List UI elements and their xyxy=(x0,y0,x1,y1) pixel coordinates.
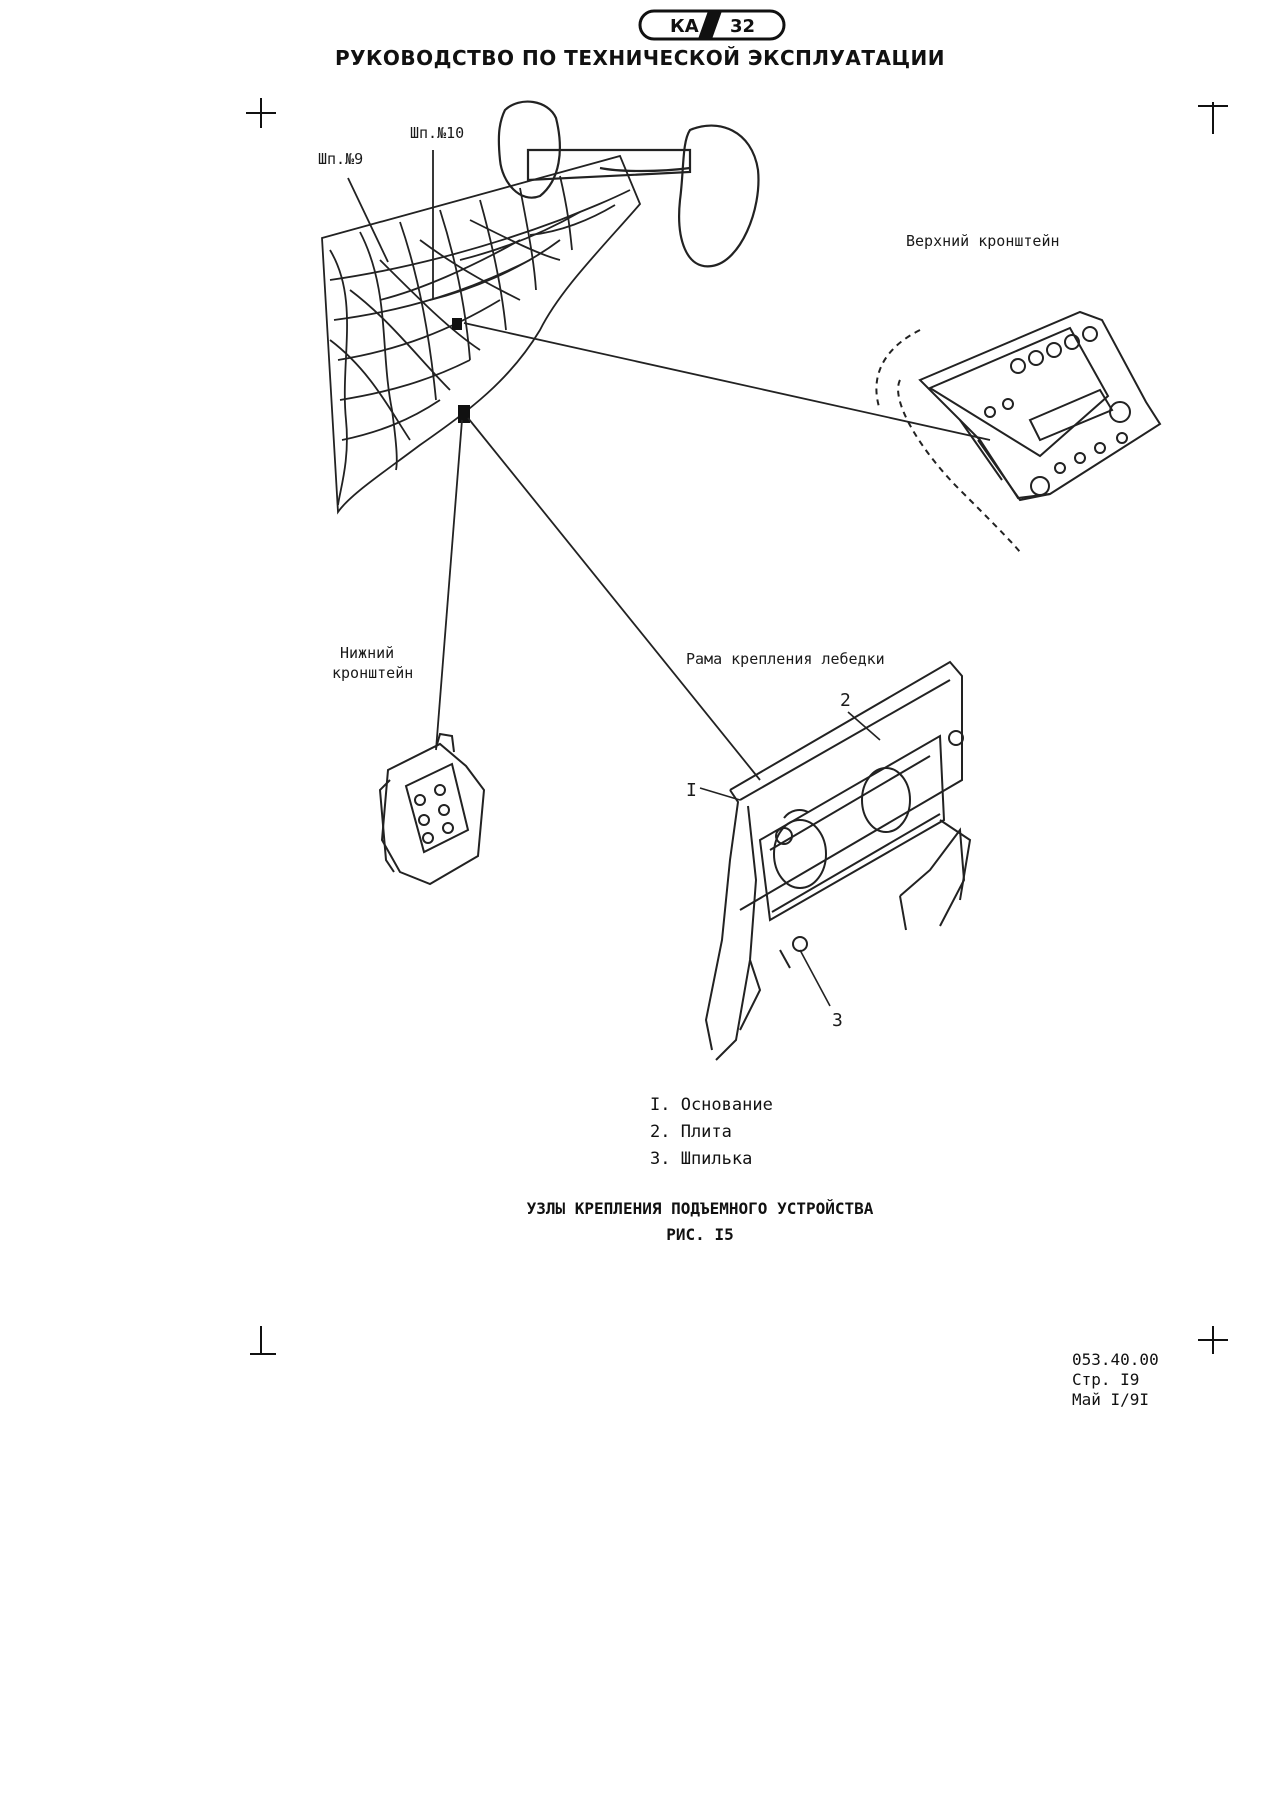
tail-boom-panel xyxy=(321,154,642,515)
svg-text:КА: КА xyxy=(670,16,699,37)
winch-frame-detail xyxy=(704,660,972,1061)
frame-9-label: Шп.№9 xyxy=(318,150,364,168)
winch-frame-label: Рама крепления лебедки xyxy=(686,650,885,668)
mounting-assembly-drawing xyxy=(321,100,1162,1061)
lower-bracket-location xyxy=(458,405,470,423)
callout-1: I xyxy=(686,780,697,801)
page-number: Стр. I9 xyxy=(1072,1370,1140,1389)
legend-item: 3. Шпилька xyxy=(650,1149,753,1169)
corner-mark-bottom-left xyxy=(250,1326,276,1355)
revision-date: Май I/9I xyxy=(1072,1390,1150,1409)
corner-mark-bottom-right xyxy=(1198,1326,1228,1354)
figure-caption: УЗЛЫ КРЕПЛЕНИЯ ПОДЪЕМНОГО УСТРОЙСТВА РИС… xyxy=(0,1196,1280,1248)
caption-figure-number: РИС. I5 xyxy=(666,1225,734,1244)
document-number: 053.40.00 xyxy=(1072,1350,1159,1369)
tail-stabilizer xyxy=(497,100,760,268)
legend-item: I. Основание xyxy=(650,1095,773,1115)
upper-bracket-label: Верхний кронштейн xyxy=(906,232,1060,250)
corner-mark-top-left xyxy=(246,98,276,128)
lower-bracket-label-line1: Нижний xyxy=(340,644,395,662)
lower-bracket-label-line2: кронштейн xyxy=(332,664,414,682)
lower-bracket-detail xyxy=(378,732,486,886)
legend-item: 2. Плита xyxy=(650,1122,732,1142)
manual-title: РУКОВОДСТВО ПО ТЕХНИЧЕСКОЙ ЭКСПЛУАТАЦИИ xyxy=(334,46,946,70)
corner-mark-top-right xyxy=(1198,102,1228,134)
upper-bracket-detail xyxy=(875,310,1162,553)
upper-bracket-location xyxy=(452,318,462,330)
figure-legend: I. Основание 2. Плита 3. Шпилька xyxy=(650,1092,773,1173)
caption-title: УЗЛЫ КРЕПЛЕНИЯ ПОДЪЕМНОГО УСТРОЙСТВА xyxy=(526,1199,874,1218)
callout-3: 3 xyxy=(832,1010,843,1031)
frame-10-label: Шп.№10 xyxy=(410,124,465,142)
page-footer: 053.40.00 Стр. I9 Май I/9I xyxy=(1072,1350,1159,1410)
ka32-logo: КА 32 xyxy=(638,9,786,41)
svg-text:32: 32 xyxy=(730,16,755,37)
callout-2: 2 xyxy=(840,690,851,711)
